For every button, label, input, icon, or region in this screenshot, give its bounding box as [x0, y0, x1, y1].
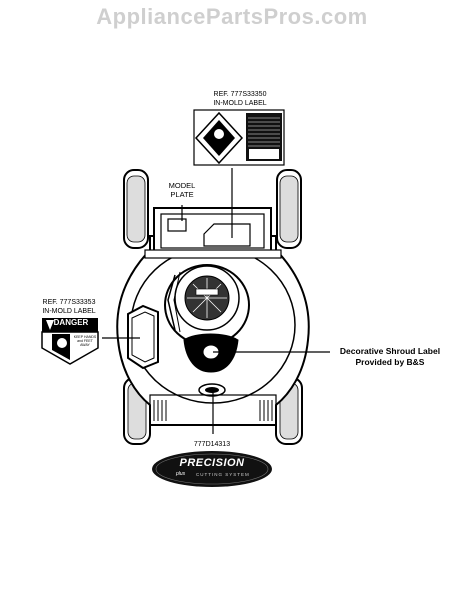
shroud-label-callout: Decorative Shroud Label Provided by B&S — [325, 346, 455, 368]
model-plate-line1: MODEL — [168, 181, 196, 190]
precision-logo — [152, 451, 272, 487]
brand-tag: CUTTING SYSTEM — [196, 472, 250, 477]
left-inmold-text: IN-MOLD LABEL — [42, 308, 96, 315]
danger-subtext: KEEP HANDS and FEET AWAY — [73, 335, 97, 347]
part-number-label: 777D14313 — [193, 441, 231, 448]
brand-sub: plus — [176, 471, 186, 477]
model-plate-label: MODEL PLATE — [162, 181, 202, 199]
shroud-line1: Decorative Shroud Label — [339, 346, 441, 356]
model-plate — [167, 218, 187, 232]
top-ref-label: REF. 777S33350 IN-MOLD LABEL — [210, 90, 270, 108]
left-ref-text: REF. 777S33353 — [42, 299, 96, 306]
top-inmold-label-area — [203, 223, 251, 247]
left-ref-label: REF. 777S33353 IN-MOLD LABEL — [30, 298, 108, 316]
model-plate-line2: PLATE — [170, 190, 194, 199]
watermark: AppliancePartsPros.com — [96, 4, 368, 29]
discharge-chute — [127, 304, 159, 370]
left-danger-decal — [41, 318, 99, 365]
top-ref-text: REF. 777S33350 — [213, 91, 267, 98]
brand-name: PRECISION — [179, 457, 245, 469]
shroud-line2: Provided by B&S — [355, 357, 425, 367]
top-danger-decal — [193, 109, 285, 166]
top-inmold-text: IN-MOLD LABEL — [213, 100, 267, 107]
danger-text: DANGER — [53, 318, 89, 327]
